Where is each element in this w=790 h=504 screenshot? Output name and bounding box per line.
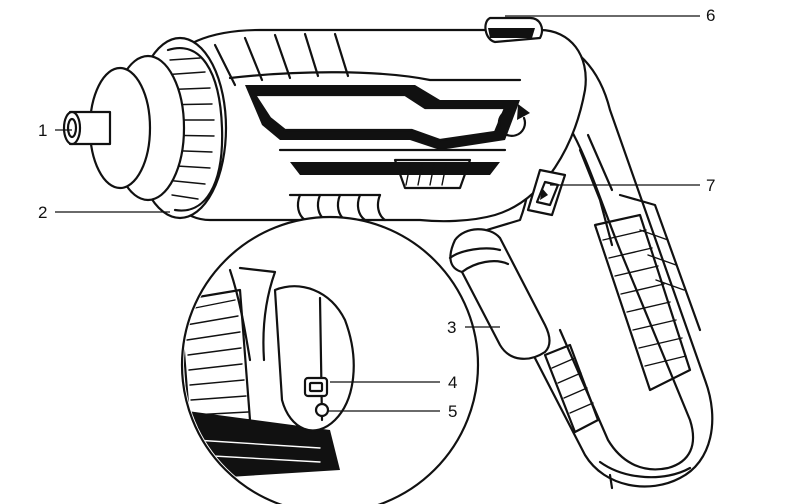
direction-switch-icon <box>540 188 548 200</box>
callout-3: 3 <box>447 318 457 337</box>
handle-grip <box>468 38 714 490</box>
motor-housing <box>158 16 587 223</box>
rotation-arrow-icon <box>497 104 530 137</box>
usb-port-icon <box>303 376 329 398</box>
direction-switch <box>526 168 567 217</box>
trigger-button <box>448 228 551 360</box>
callout-4: 4 <box>448 373 458 392</box>
callout-2: 2 <box>38 203 48 222</box>
charge-led-icon <box>314 402 330 418</box>
bit-holder <box>62 110 112 146</box>
chuck-collar <box>88 36 228 220</box>
callout-5: 5 <box>448 402 458 421</box>
callout-1: 1 <box>38 121 48 140</box>
callout-6: 6 <box>706 6 716 25</box>
callout-7: 7 <box>706 176 716 195</box>
zoom-inset <box>180 215 480 504</box>
leader-lines <box>55 15 700 412</box>
